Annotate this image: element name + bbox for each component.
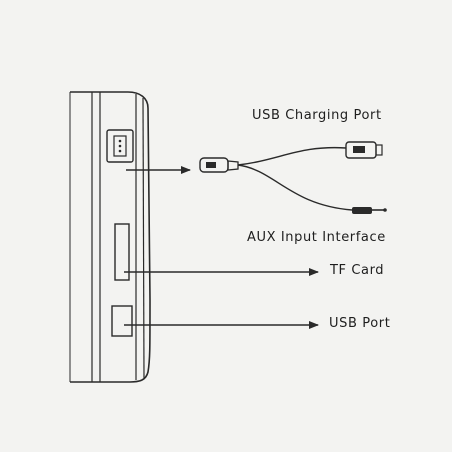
y-cable	[237, 146, 353, 211]
usb-charging-port-label: USB Charging Port	[252, 108, 382, 123]
micro-usb-plug	[199, 157, 239, 173]
aux-plug	[352, 207, 387, 214]
usb-charging-socket	[106, 129, 134, 163]
tf-card-slot	[114, 223, 130, 281]
usb-port-slot	[111, 305, 133, 337]
device-ridges	[91, 92, 145, 382]
pointer-lines	[124, 166, 319, 329]
device-body	[69, 91, 151, 383]
aux-input-interface-label: AUX Input Interface	[247, 230, 386, 245]
usb-port-label: USB Port	[329, 316, 391, 331]
usb-a-plug	[345, 141, 383, 159]
tf-card-label: TF Card	[330, 263, 385, 278]
